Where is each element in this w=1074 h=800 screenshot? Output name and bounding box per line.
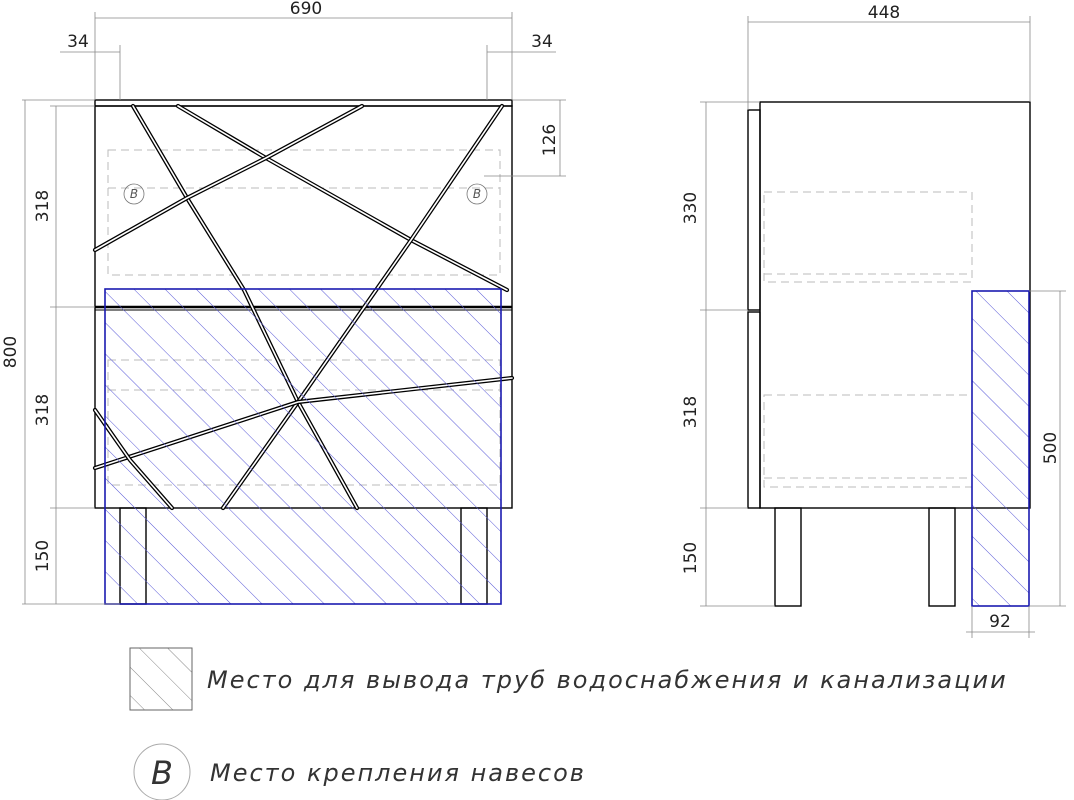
front-pipe-zone xyxy=(104,288,502,605)
side-leg-front xyxy=(774,507,802,607)
front-top-panel xyxy=(94,99,513,107)
legend-mount-symbol xyxy=(133,743,191,800)
dim-front-offset-left: 34 xyxy=(67,32,89,52)
dim-side-upper-drawer: 330 xyxy=(681,192,701,224)
dim-front-total-height: 800 xyxy=(1,336,21,368)
svg-text:B: B xyxy=(473,187,481,201)
side-upper-front xyxy=(747,109,761,311)
dim-side-pipe-width: 92 xyxy=(989,612,1011,632)
legend-mount-label: Место крепления навесов xyxy=(210,759,586,787)
dim-front-legs: 150 xyxy=(33,540,53,572)
legend-mount-letter: B xyxy=(151,754,173,792)
dim-front-upper-drawer: 318 xyxy=(33,190,53,222)
legend-hatch-sample xyxy=(129,647,193,711)
dim-front-lower-drawer: 318 xyxy=(33,394,53,426)
dim-front-width: 690 xyxy=(290,0,322,19)
front-hidden-upper xyxy=(107,149,501,276)
dim-side-legs: 150 xyxy=(681,542,701,574)
side-hidden-lower xyxy=(763,394,973,488)
legend: Место для вывода труб водоснабжения и ка… xyxy=(129,647,1008,800)
side-leg-back xyxy=(928,507,956,607)
dim-front-offset-right: 34 xyxy=(531,32,553,52)
side-pipe-zone xyxy=(971,290,1030,607)
side-hidden-upper xyxy=(763,191,973,283)
dim-side-lower-drawer: 318 xyxy=(681,396,701,428)
side-view: 448 330 318 150 500 92 xyxy=(681,3,1066,638)
side-lower-front xyxy=(747,311,761,509)
mount-marker-right: B xyxy=(466,183,488,205)
dim-front-hinge-height: 126 xyxy=(540,124,560,156)
front-view: B B 690 34 34 126 800 xyxy=(1,0,566,605)
legend-pipes-label: Место для вывода труб водоснабжения и ка… xyxy=(207,666,1008,694)
svg-text:B: B xyxy=(130,187,138,201)
dim-side-pipe-height: 500 xyxy=(1041,432,1061,464)
mount-marker-left: B xyxy=(123,183,145,205)
dim-side-depth: 448 xyxy=(868,3,900,23)
